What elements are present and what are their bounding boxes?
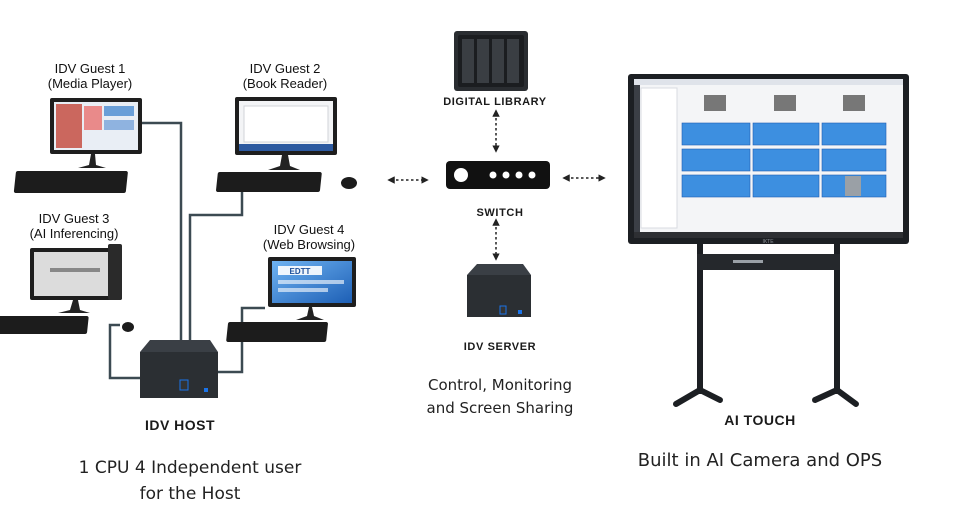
guest4-screen-text: EDTT [290,267,311,276]
server-desc-line2: and Screen Sharing [426,399,574,417]
switch-device [446,161,550,189]
guest1-label: IDV Guest 1 (Media Player) [30,61,150,91]
guest1-role: (Media Player) [47,76,133,91]
guest4-label: IDV Guest 4 (Web Browsing) [244,222,374,252]
host-cables [108,121,265,380]
ai-touch-display: IKTE [628,74,909,407]
host-desc-line2: for the Host [139,484,241,504]
ai-touch-description: Built in AI Camera and OPS [637,450,883,471]
guest1-name: IDV Guest 1 [54,61,126,76]
ai-touch-label: AI TOUCH [724,412,796,428]
cable-guest2 [188,190,244,340]
switch-label: SWITCH [476,207,524,219]
digital-library-device [454,31,528,91]
server-desc-line1: Control, Monitoring [428,376,572,394]
connection-arrows [387,109,606,261]
guest2-name: IDV Guest 2 [249,61,321,76]
cable-guest1 [140,121,183,340]
guest2-label: IDV Guest 2 (Book Reader) [225,61,345,91]
guest3-name: IDV Guest 3 [38,211,110,226]
guest2-role: (Book Reader) [242,76,328,91]
digital-library-label: DIGITAL LIBRARY [443,96,547,108]
guest3-role: (AI Inferencing) [29,226,119,241]
guest4-name: IDV Guest 4 [273,222,345,237]
idv-server-description: Control, Monitoring and Screen Sharing [400,374,600,420]
idv-host-device [140,340,218,398]
cable-guest3 [108,323,140,380]
touch-brand-text: IKTE [762,239,774,245]
guest4-workstation: EDTT [226,257,356,342]
guest1-workstation [13,98,142,193]
guest2-workstation [216,97,357,192]
idv-server-label: IDV SERVER [463,341,537,353]
guest3-label: IDV Guest 3 (AI Inferencing) [14,211,134,241]
idv-host-description: 1 CPU 4 Independent user for the Host [40,455,340,507]
guest4-role: (Web Browsing) [262,237,356,252]
idv-host-label: IDV HOST [144,417,216,433]
idv-server-device [467,264,531,317]
host-desc-line1: 1 CPU 4 Independent user [78,458,302,478]
guest3-workstation [0,244,134,334]
